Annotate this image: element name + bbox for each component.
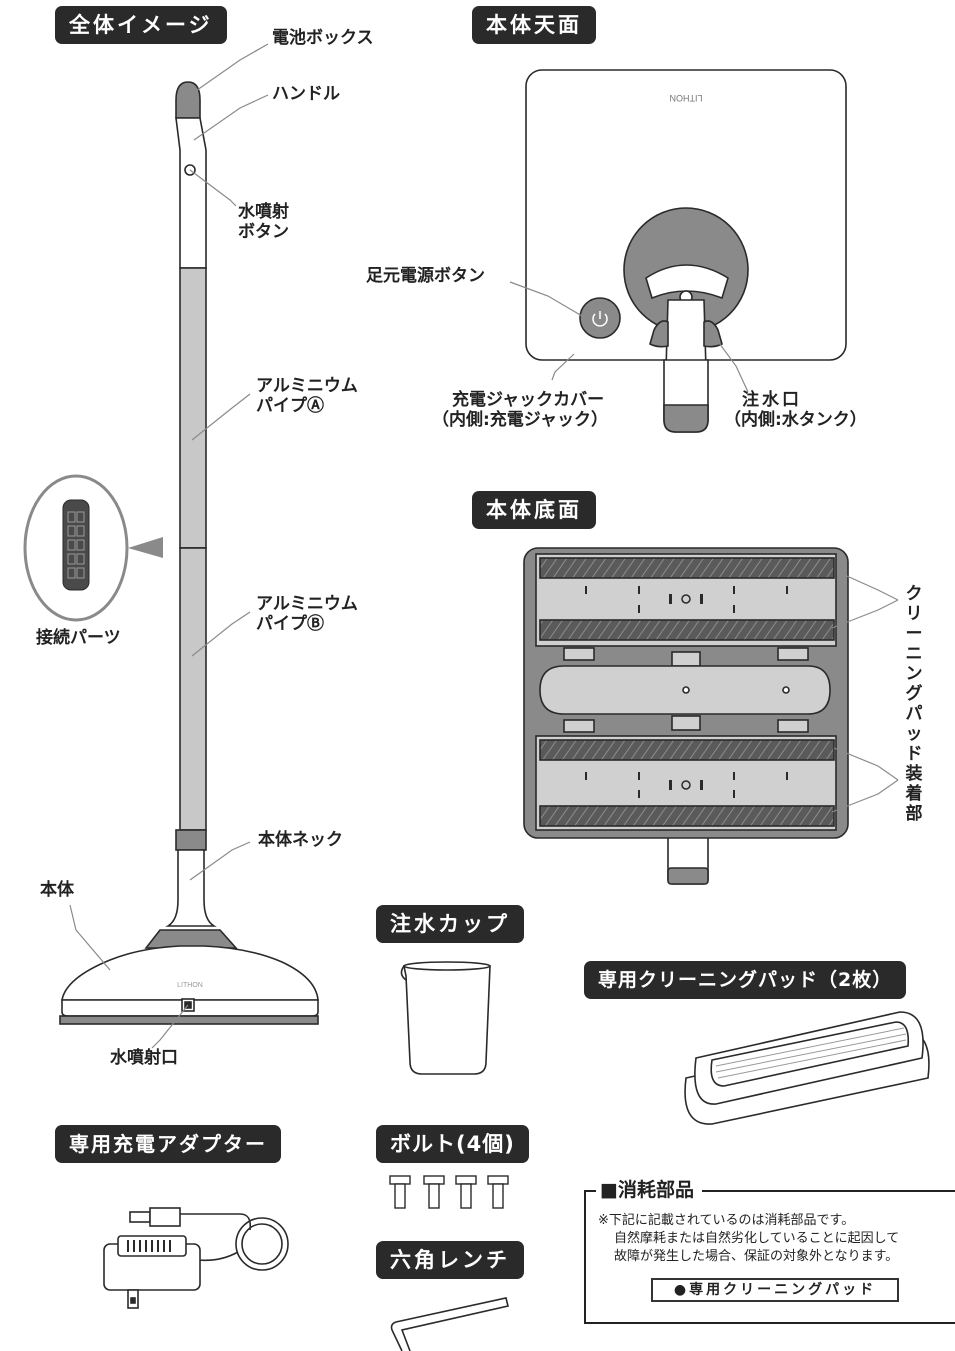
- label-connector: 接続パーツ: [36, 628, 121, 648]
- top-leader-lines: [509, 281, 749, 393]
- label-spray-button-1: 水噴射: [238, 202, 289, 222]
- adapter-illustration: [103, 1207, 289, 1309]
- consumables-note-line3: 故障が発生した場合、保証の対象外となります。: [614, 1249, 899, 1264]
- bottom-view-marks: [585, 586, 788, 798]
- bolts-illustration: [389, 1175, 509, 1209]
- label-water-inlet-2: （内側:水タンク）: [724, 410, 867, 430]
- section-title-top: 本体天面: [472, 6, 596, 44]
- label-pipe-a-1: アルミニウム: [256, 376, 358, 396]
- label-spray-outlet: 水噴射口: [110, 1048, 178, 1068]
- consumables-item: ●専用クリーニングパッド: [651, 1278, 899, 1302]
- label-water-inlet-1: 注水口: [742, 390, 802, 410]
- label-pipe-b-2: パイプⒷ: [256, 614, 324, 634]
- section-title-cup: 注水カップ: [376, 905, 524, 943]
- label-pad-mount: クリーニングパッド装着部: [905, 584, 923, 824]
- connector-callout: [23, 474, 163, 622]
- label-pipe-b-1: アルミニウム: [256, 594, 358, 614]
- label-charge-cover-1: 充電ジャックカバー: [452, 390, 605, 410]
- section-title-bolt: ボルト(4個): [376, 1125, 529, 1163]
- section-title-overall: 全体イメージ: [55, 6, 227, 44]
- label-power-button: 足元電源ボタン: [366, 266, 485, 286]
- bottom-leader-lines: [831, 571, 899, 813]
- consumables-title: ■消耗部品: [596, 1177, 702, 1203]
- label-battery-box: 電池ボックス: [272, 28, 374, 48]
- label-neck: 本体ネック: [258, 830, 343, 850]
- mop-leader-lines: [69, 43, 269, 1049]
- section-title-wrench: 六角レンチ: [376, 1241, 524, 1279]
- bottom-view-illustration: [523, 547, 849, 885]
- water-cup-illustration: [400, 961, 491, 1075]
- consumables-note: ※下記に記載されているのは消耗部品です。 自然摩耗または自然劣化していることに起…: [598, 1212, 954, 1266]
- section-title-bottom: 本体底面: [472, 491, 596, 529]
- label-body: 本体: [40, 880, 74, 900]
- top-view-logo: LITHON: [669, 93, 702, 103]
- mop-illustration: [59, 81, 319, 1025]
- consumables-box: [584, 1190, 955, 1324]
- label-pipe-a-2: パイプⒶ: [256, 396, 324, 416]
- consumables-note-line2: 自然摩耗または自然劣化していることに起因して: [614, 1231, 900, 1246]
- section-title-adapter: 専用充電アダプター: [55, 1125, 281, 1163]
- pads-illustration: [684, 1011, 930, 1125]
- top-view-illustration: [525, 69, 847, 433]
- label-handle: ハンドル: [272, 84, 340, 104]
- label-charge-cover-2: （内側:充電ジャック）: [432, 410, 608, 430]
- label-spray-button-2: ボタン: [238, 222, 289, 242]
- wrench-illustration: [390, 1297, 509, 1351]
- consumables-note-line1: ※下記に記載されているのは消耗部品です。: [598, 1213, 855, 1228]
- section-title-pad: 専用クリーニングパッド（2枚）: [584, 961, 907, 999]
- body-logo: LITHON: [177, 982, 203, 989]
